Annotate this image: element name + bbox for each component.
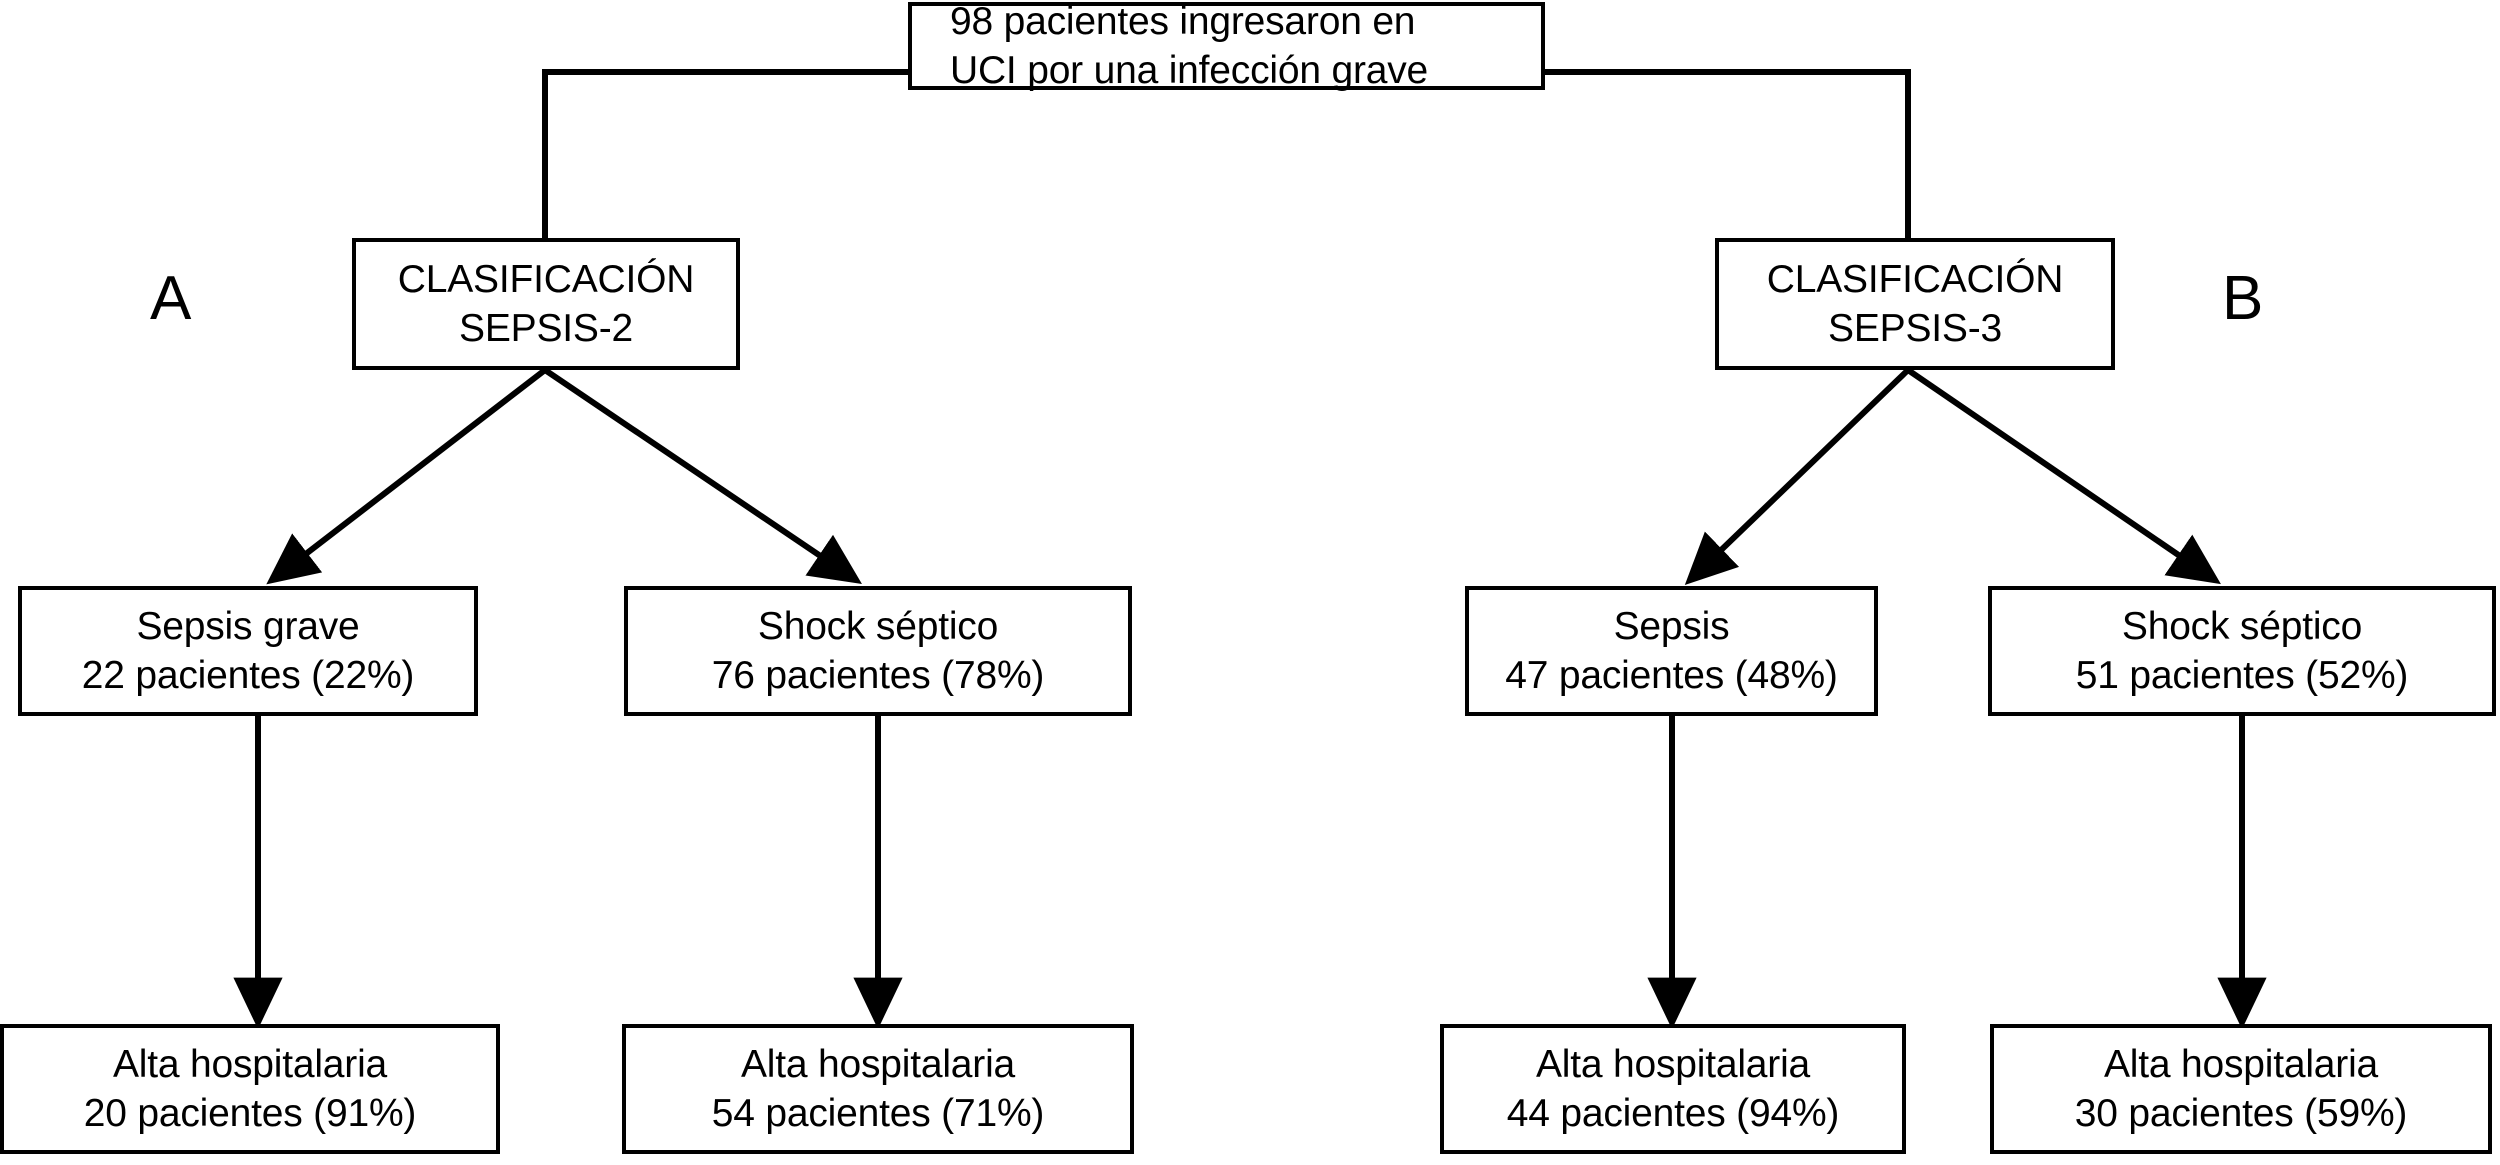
node-classification-a-line-2: SEPSIS-2 (459, 307, 633, 350)
node-classification-a-line-1: CLASIFICACIÓN (397, 257, 695, 301)
node-outcome-alta-shock-septico-a-name: Alta hospitalaria (740, 1042, 1016, 1086)
node-group-shock-septico-b: Shock séptico 51 pacientes (52%) (1988, 586, 2496, 716)
node-group-shock-septico-b-name: Shock séptico (2121, 604, 2363, 648)
connector-classification-a-to-sepsis-grave (266, 367, 547, 585)
node-classification-sepsis-2: CLASIFICACIÓN SEPSIS-2 (352, 238, 740, 370)
node-outcome-alta-sepsis-grave-name: Alta hospitalaria (112, 1042, 388, 1086)
node-group-sepsis-grave: Sepsis grave 22 pacientes (22%) (18, 586, 478, 716)
node-outcome-alta-shock-septico-a-count: 54 pacientes (71%) (711, 1092, 1045, 1135)
node-group-shock-septico-b-count: 51 pacientes (52%) (2075, 654, 2409, 697)
node-root-line-2: UCI por una infección grave (950, 49, 1429, 92)
node-group-shock-septico-a: Shock séptico 76 pacientes (78%) (624, 586, 1132, 716)
node-outcome-alta-sepsis-count: 44 pacientes (94%) (1506, 1092, 1840, 1135)
connector-classification-a-to-shock-septico (543, 367, 862, 585)
connector-root-to-panel-b (1545, 69, 1911, 238)
node-group-sepsis: Sepsis 47 pacientes (48%) (1465, 586, 1878, 716)
node-group-shock-septico-a-name: Shock séptico (757, 604, 999, 648)
node-outcome-alta-shock-septico-a: Alta hospitalaria 54 pacientes (71%) (622, 1024, 1134, 1154)
node-outcome-alta-shock-septico-b-name: Alta hospitalaria (2103, 1042, 2379, 1086)
panel-label-b: B (2222, 264, 2264, 333)
node-group-shock-septico-a-count: 76 pacientes (78%) (711, 654, 1045, 697)
node-classification-sepsis-3: CLASIFICACIÓN SEPSIS-3 (1715, 238, 2115, 370)
node-outcome-alta-sepsis-grave: Alta hospitalaria 20 pacientes (91%) (0, 1024, 500, 1154)
connector-classification-b-to-sepsis (1684, 367, 1911, 585)
node-classification-b-line-1: CLASIFICACIÓN (1766, 257, 2064, 301)
node-outcome-alta-shock-septico-b-count: 30 pacientes (59%) (2074, 1092, 2408, 1135)
node-outcome-alta-sepsis-name: Alta hospitalaria (1535, 1042, 1811, 1086)
node-root-line-1: 98 pacientes ingresaron en (950, 0, 1416, 43)
node-outcome-alta-sepsis-grave-count: 20 pacientes (91%) (83, 1092, 417, 1135)
connector-root-to-panel-a (542, 69, 908, 238)
node-classification-b-line-2: SEPSIS-3 (1828, 307, 2002, 350)
node-group-sepsis-count: 47 pacientes (48%) (1505, 654, 1838, 697)
panel-label-a: A (150, 264, 192, 333)
node-group-sepsis-grave-name: Sepsis grave (136, 604, 360, 648)
node-outcome-alta-sepsis: Alta hospitalaria 44 pacientes (94%) (1440, 1024, 1906, 1154)
node-outcome-alta-shock-septico-b: Alta hospitalaria 30 pacientes (59%) (1990, 1024, 2492, 1154)
connector-classification-b-to-shock-septico (1906, 367, 2221, 585)
node-root-admissions: 98 pacientes ingresaron en UCI por una i… (908, 0, 1545, 92)
node-group-sepsis-grave-count: 22 pacientes (22%) (81, 654, 415, 697)
node-group-sepsis-name: Sepsis (1613, 604, 1730, 648)
